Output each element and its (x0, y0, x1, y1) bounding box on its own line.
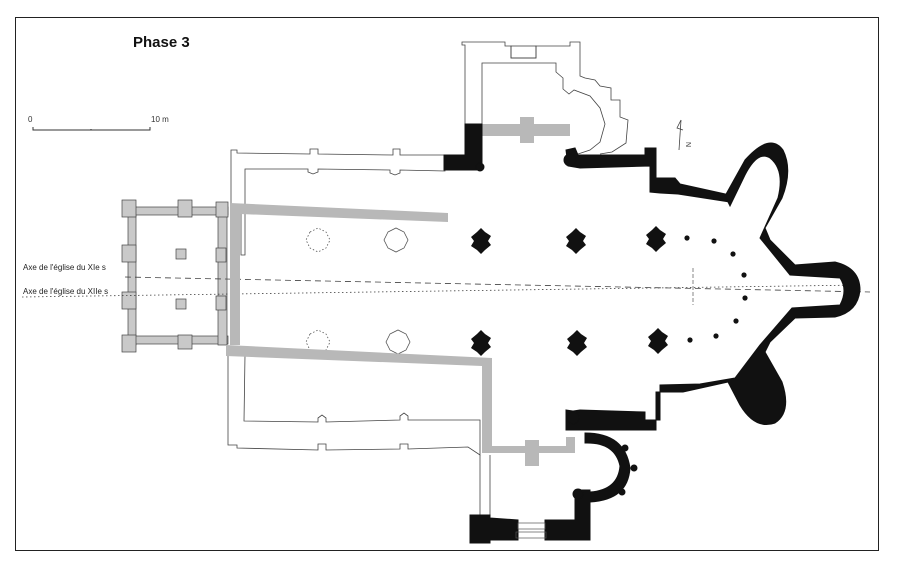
axis-label-xii: Axe de l'église du XIIe s (23, 287, 109, 296)
compound-piers (471, 226, 668, 356)
scale-start-label: 0 (28, 115, 33, 124)
scale-bar (32, 127, 151, 131)
plan-title: Phase 3 (133, 34, 190, 51)
earlier-nave-walls (226, 117, 575, 466)
narthex (121, 199, 229, 353)
axis-line-xii (21, 284, 863, 298)
north-arrow-icon (676, 119, 684, 151)
ghost-piers (305, 227, 411, 355)
axis-line-xi (124, 276, 871, 293)
nave-walls-outline (227, 148, 491, 515)
scale-end-label: 10 m (151, 115, 169, 124)
axis-label-xi: Axe de l'église du XIe s (23, 263, 106, 272)
phase3-walls (443, 123, 861, 544)
north-chapel-outline (461, 41, 629, 155)
ambulatory-columns (684, 235, 748, 343)
north-label: N (684, 141, 692, 148)
south-porch-steps (515, 522, 547, 539)
drawing-frame (15, 17, 879, 551)
